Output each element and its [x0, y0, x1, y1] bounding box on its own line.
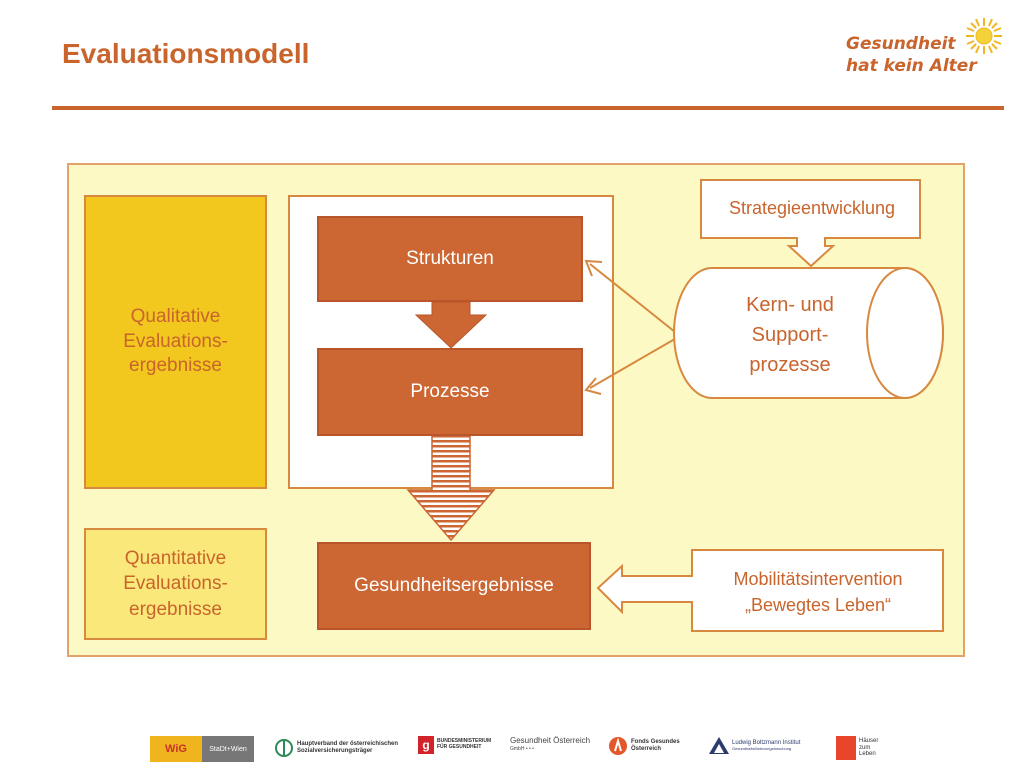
- strategie-label: Strategieentwicklung: [728, 198, 896, 218]
- arrow-prozesse-gesundheit: [406, 435, 496, 542]
- goeg-logo: Gesundheit Österreich GmbH • • •: [510, 736, 590, 752]
- haeuser-line-2: zum: [859, 744, 871, 751]
- header-divider: [52, 106, 1004, 110]
- fgoe-icon: [609, 737, 627, 755]
- quantitative-results-box: Quantitative Evaluations- ergebnisse: [84, 528, 267, 640]
- haeuser-zum-leben-logo: Häuser zum Leben: [836, 736, 878, 760]
- haeuser-icon: [836, 736, 856, 760]
- fgoe-line-2: Österreich: [631, 746, 662, 752]
- cylinder-line-1: Kern- und: [746, 294, 834, 316]
- brand-line-2: hat kein Alter: [846, 56, 977, 76]
- lbi-icon: [709, 737, 729, 754]
- arrow-cylinder-strukturen: [589, 263, 681, 337]
- bmg-icon: g: [418, 736, 434, 754]
- brand-line-1: Gesundheit: [846, 34, 956, 54]
- lbi-logo: Ludwig Boltzmann Institut Gesundheitsför…: [708, 736, 800, 756]
- hauptverband-icon: [275, 739, 293, 757]
- mobilitaet-line-2: „Bewegtes Leben“: [744, 595, 892, 616]
- prozesse-box: Prozesse: [317, 348, 583, 436]
- brand-logo: Gesundheit hat kein Alter: [846, 18, 1016, 84]
- haeuser-line-3: Leben: [859, 751, 876, 758]
- hauptverband-line-1: Hauptverband der österreichischen: [297, 741, 399, 748]
- wig-stadt-wien-logo: WiG StaDt+Wien: [150, 736, 254, 762]
- mobilitaet-line-1: Mobilitätsintervention: [733, 569, 903, 589]
- strategie-callout-shape: [700, 179, 921, 268]
- goeg-line-2: GmbH • • •: [510, 745, 534, 752]
- lbi-line-1: Ludwig Boltzmann Institut: [732, 740, 801, 746]
- arrow-cylinder-prozesse: [589, 335, 681, 389]
- fgoe-logo: Fonds Gesundes Österreich: [608, 736, 680, 756]
- fgoe-line-1: Fonds Gesundes: [631, 739, 680, 746]
- bmg-line-2: FÜR GESUNDHEIT: [437, 744, 482, 750]
- cylinder-line-2: Support-: [751, 324, 829, 346]
- mobilitaet-label: Mobilitätsintervention „Bewegtes Leben“: [695, 566, 941, 618]
- qualitative-results-box: Qualitative Evaluations- ergebnisse: [84, 195, 267, 489]
- hauptverband-logo: Hauptverband der österreichischen Sozial…: [274, 736, 398, 760]
- strukturen-box: Strukturen: [317, 216, 583, 302]
- goeg-line-1: Gesundheit Österreich: [510, 736, 591, 745]
- mobilitaet-callout-shape: [596, 549, 944, 632]
- lbi-line-2: Gesundheitsförderungsforschung: [732, 746, 792, 752]
- slide-title: Evaluationsmodell: [62, 38, 310, 69]
- hauptverband-line-2: Sozialversicherungsträger: [297, 748, 373, 754]
- bmg-line-1: BUNDESMINISTERIUM: [437, 738, 492, 745]
- cylinder-label: Kern- und Support- prozesse: [700, 290, 880, 380]
- arrow-strukturen-prozesse: [414, 301, 488, 349]
- wig-logo: WiG: [150, 736, 202, 762]
- sun-icon: [966, 18, 1002, 54]
- gesundheitsergebnisse-box: Gesundheitsergebnisse: [317, 542, 591, 630]
- haeuser-line-1: Häuser: [859, 738, 879, 745]
- bmg-logo: g BUNDESMINISTERIUM FÜR GESUNDHEIT: [418, 736, 491, 754]
- cylinder-line-3: prozesse: [749, 354, 831, 376]
- stadt-wien-logo: StaDt+Wien: [202, 736, 254, 762]
- partner-logos: WiG StaDt+Wien Hauptverband der österrei…: [150, 736, 910, 766]
